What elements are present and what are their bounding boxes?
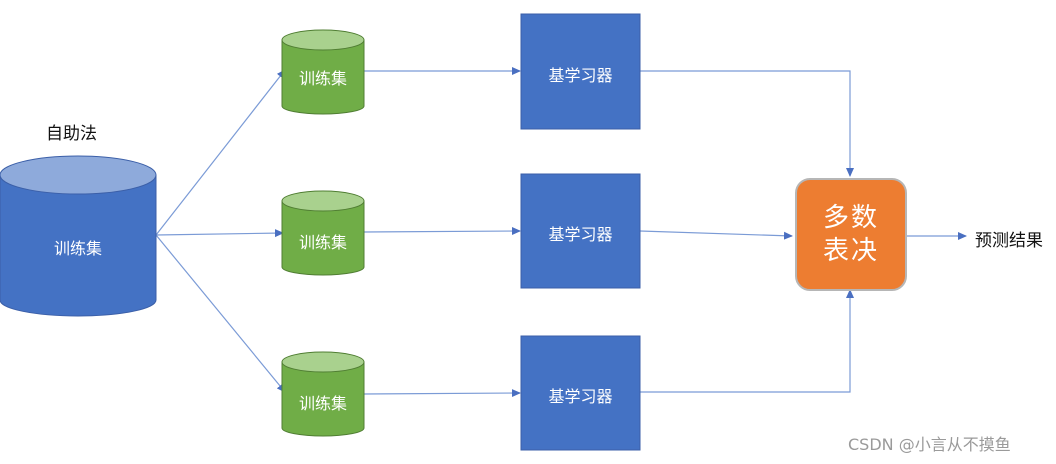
connector-set-2-to-learner-2 (363, 227, 521, 236)
vote-box (795, 178, 907, 291)
bootstrap-label: 自助法 (46, 124, 97, 144)
training-set-label-2: 训练集 (298, 233, 347, 252)
connector-dataset-to-set-1 (155, 69, 286, 236)
vote-label-line-2: 表决 (822, 236, 879, 266)
dataset-cylinder (0, 155, 157, 317)
training-set-label-1: 训练集 (298, 69, 347, 88)
output-label: 预测结果 (975, 231, 1043, 251)
connector-dataset-to-set-2 (155, 229, 284, 238)
connector-learner-2-to-vote (639, 230, 793, 240)
base-learner-label-3: 基学习器 (548, 387, 613, 406)
connector-set-3-to-learner-3 (363, 389, 521, 398)
base-learner-box-1 (520, 13, 641, 130)
full-dataset-label: 训练集 (53, 239, 102, 258)
training-set-label-3: 训练集 (298, 394, 347, 413)
base-learner-box-2 (520, 173, 641, 289)
connector-learner-1-to-vote (640, 70, 854, 177)
training-set-cylinder-1 (281, 29, 365, 115)
training-set-cylinder-3 (281, 351, 365, 437)
base-learner-label-1: 基学习器 (548, 66, 613, 85)
base-learner-box-3 (520, 335, 641, 451)
connector-learner-3-to-vote (640, 289, 854, 393)
base-learner-label-2: 基学习器 (548, 225, 613, 244)
training-set-cylinder-2 (281, 190, 365, 276)
watermark: CSDN @小言从不摸鱼 (848, 435, 1011, 454)
connector-dataset-to-set-3 (155, 234, 286, 393)
vote-label: 多数 表决 (796, 202, 906, 268)
vote-label-line-1: 多数 (822, 203, 879, 233)
